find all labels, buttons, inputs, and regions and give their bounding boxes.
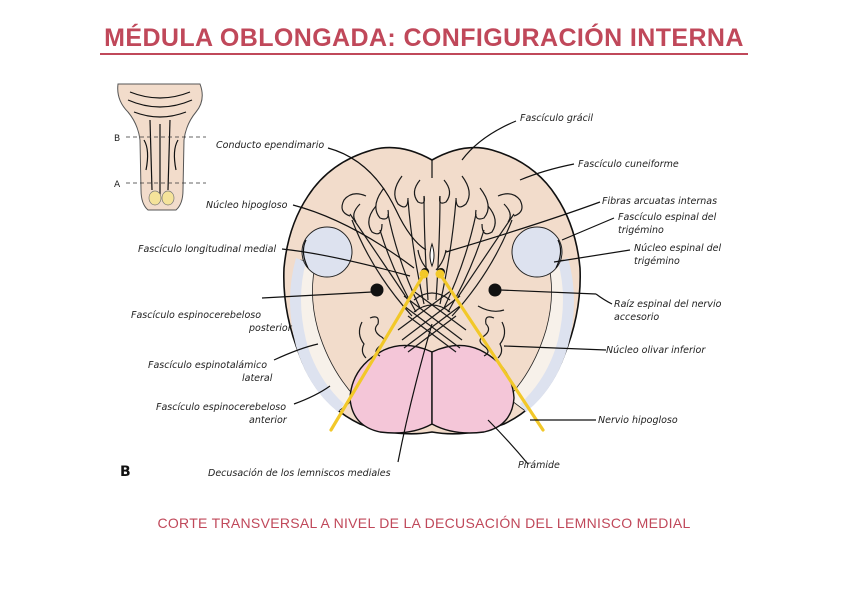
hypoglossal-nerve-paths	[329, 269, 545, 432]
label-fasciculo-longitudinal-medial: Fascículo longitudinal medial	[138, 244, 276, 255]
medulla-outline	[283, 146, 581, 435]
panel-letter: B	[120, 464, 131, 480]
label-espinocerebeloso-anterior-2: anterior	[249, 415, 288, 426]
label-conducto-ependimario: Conducto ependimario	[216, 140, 324, 151]
label-raiz-espinal: Raíz espinal del nervio	[614, 299, 722, 310]
label-nervio-hipogloso: Nervio hipogloso	[598, 415, 678, 426]
label-fibras-arcuatas: Fibras arcuatas internas	[602, 196, 717, 207]
label-fasciculo-gracil: Fascículo grácil	[520, 113, 593, 124]
accessory-root-left	[370, 283, 384, 297]
label-fasciculo-cuneiforme: Fascículo cuneiforme	[578, 159, 679, 170]
label-nucleo-espinal-trigemino: Núcleo espinal del	[634, 243, 722, 254]
label-espinocerebeloso-posterior: Fascículo espinocerebeloso	[131, 310, 261, 321]
caption: CORTE TRANSVERSAL A NIVEL DE LA DECUSACI…	[157, 515, 691, 531]
label-espinotalamico: Fascículo espinotalámico	[148, 360, 267, 371]
label-fasciculo-espinal-trigemino: Fascículo espinal del	[618, 212, 717, 223]
inset-label-b: B	[114, 134, 120, 144]
label-espinocerebeloso-posterior-2: posterior	[248, 323, 293, 334]
olivary-nucleus-right	[479, 316, 495, 357]
label-espinotalamico-2: lateral	[242, 373, 273, 384]
leader-lines	[261, 120, 631, 465]
cross-section	[283, 146, 581, 435]
labels: Conducto ependimario Núcleo hipogloso Fa…	[120, 113, 722, 480]
lemniscal-decussation	[397, 289, 467, 353]
label-decusacion: Decusación de los lemniscos mediales	[208, 468, 391, 479]
right-pyramid	[431, 344, 515, 434]
label-nucleo-hipogloso: Núcleo hipogloso	[206, 200, 288, 211]
label-piramide: Pirámide	[518, 460, 560, 471]
olivary-nucleus-left	[369, 316, 385, 357]
label-nucleo-olivar: Núcleo olivar inferior	[606, 345, 706, 356]
page-title: MÉDULA OBLONGADA: CONFIGURACIÓN INTERNA	[0, 24, 848, 55]
label-fasciculo-espinal-trigemino-2: trigémino	[618, 225, 664, 236]
inset-label-a: A	[114, 180, 121, 190]
label-raiz-espinal-2: accesorio	[614, 312, 659, 323]
brainstem-inset: B A	[114, 83, 206, 211]
accessory-root-right	[488, 283, 502, 297]
label-nucleo-espinal-trigemino-2: trigémino	[634, 256, 680, 267]
label-espinocerebeloso-anterior: Fascículo espinocerebeloso	[156, 402, 286, 413]
